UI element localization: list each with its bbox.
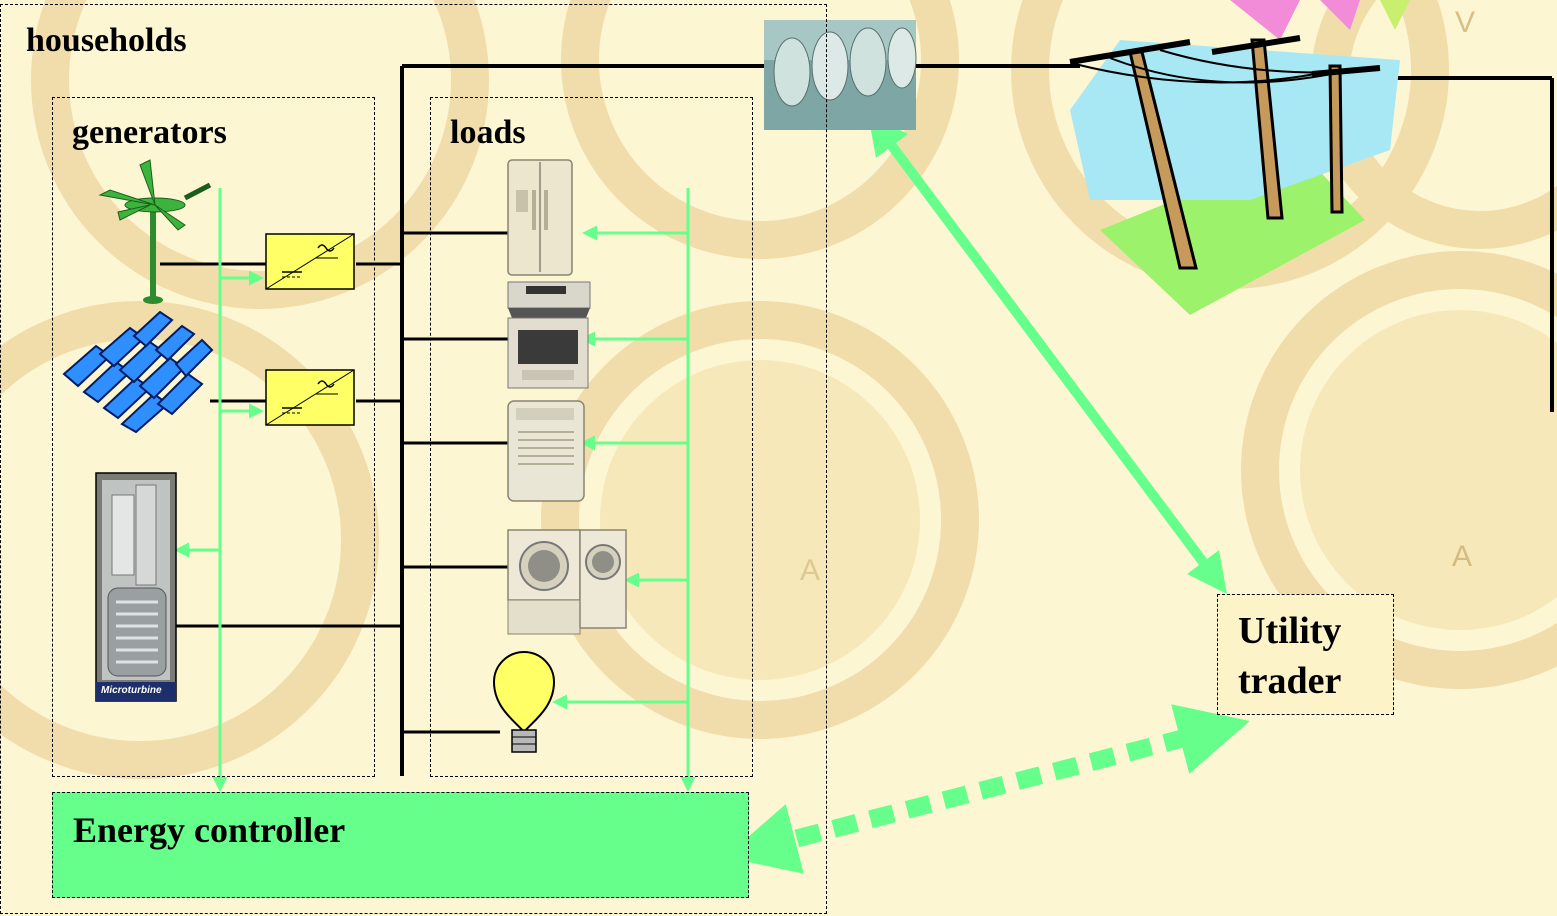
microturbine-label: Microturbine (101, 685, 162, 696)
gauge-letter-v: V (1455, 6, 1475, 39)
energy-controller-box: Energy controller (52, 792, 749, 898)
gauge-letter-a: A (1452, 540, 1472, 573)
households-label: households (26, 22, 187, 60)
generators-box (52, 97, 375, 777)
utility-poles-icon (1070, 0, 1410, 315)
controller-trader-link (760, 730, 1215, 848)
utility-trader-label-line1: Utility (1238, 609, 1341, 653)
loads-label: loads (450, 114, 526, 152)
energy-controller-label: Energy controller (73, 809, 345, 851)
utility-trader-label-line2: trader (1238, 659, 1341, 703)
utility-trader-box: Utility trader (1217, 594, 1394, 715)
loads-box (430, 97, 753, 777)
generators-label: generators (72, 114, 227, 152)
